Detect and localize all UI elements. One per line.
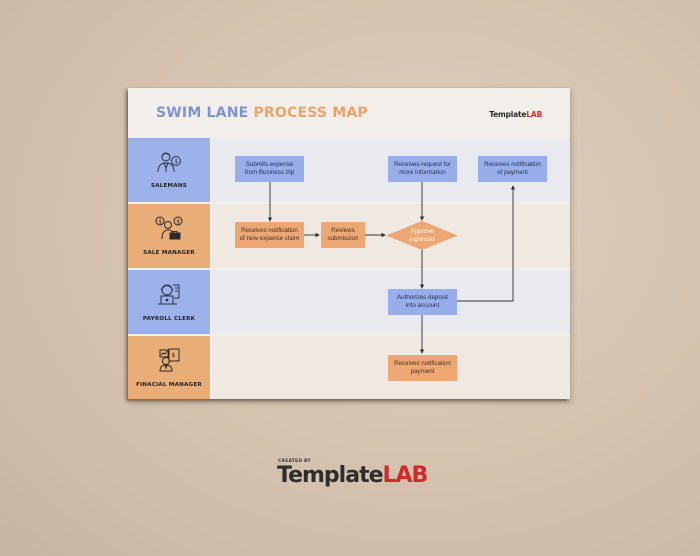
- node-text-line: Receives notification: [394, 360, 451, 367]
- lane-name: PAYROLL CLERK: [142, 316, 196, 322]
- node-text-line: payment: [410, 368, 435, 375]
- logo-template-text: Template: [277, 463, 384, 488]
- node-text-line: Receives notification: [484, 161, 541, 168]
- swim-lane-sheet: SWIM LANE PROCESS MAP TemplateLAB $ SALE…: [128, 88, 570, 399]
- lane-name: SALE MANAGER: [143, 250, 195, 256]
- title-part-1: SWIM LANE: [156, 105, 249, 121]
- node-text-line: Submits expense: [245, 161, 294, 168]
- created-by-label: CREATED BY: [278, 459, 311, 464]
- logo-lab-text: LAB: [382, 463, 429, 488]
- node-text-line: expenses: [408, 235, 436, 243]
- title-part-2: PROCESS MAP: [253, 105, 368, 121]
- salesman-dollar-icon: $: [156, 151, 182, 178]
- financial-manager-chart-icon: $: [156, 348, 182, 377]
- lane-name: FINACIAL MANAGER: [136, 381, 202, 388]
- node-text-line: of payment: [497, 169, 528, 176]
- page-title: SWIM LANE PROCESS MAP: [156, 105, 368, 121]
- lane-label-financial-manager: $ FINACIAL MANAGER: [128, 336, 210, 399]
- manager-briefcase-dollar-icon: $ $: [154, 216, 184, 245]
- lane-label-salemans: $ SALEMANS: [128, 138, 210, 202]
- node-text-line: Receives notification: [241, 227, 298, 234]
- node-text-line: more information: [399, 169, 446, 176]
- node-text-line: Receives request for: [394, 161, 451, 168]
- logo-template-text: Template: [489, 110, 527, 119]
- node-text-line: from Business trip: [244, 169, 295, 176]
- lane-name: SALEMANS: [151, 183, 187, 189]
- svg-text:$: $: [172, 352, 176, 359]
- lane-label-payroll-clerk: PAYROLL CLERK: [128, 270, 210, 334]
- svg-text:$: $: [158, 219, 162, 226]
- node-text-line: Approve: [410, 227, 434, 235]
- lane-label-sale-manager: $ $ SALE MANAGER: [128, 204, 210, 268]
- clerk-computer-icon: [156, 282, 182, 311]
- node-text-line: submission: [327, 235, 359, 242]
- node-text-line: of new expense claim: [239, 235, 300, 242]
- svg-text:$: $: [176, 219, 180, 226]
- templatelab-logo-footer: CREATED BY TemplateLAB: [277, 459, 429, 491]
- logo-lab-text: LAB: [526, 110, 542, 119]
- templatelab-logo-small: TemplateLAB: [489, 110, 542, 119]
- node-text-line: Reviews: [331, 227, 355, 234]
- node-text-line: Authorizes deposit: [397, 294, 448, 301]
- svg-text:$: $: [174, 159, 178, 166]
- node-text-line: info account: [405, 302, 440, 309]
